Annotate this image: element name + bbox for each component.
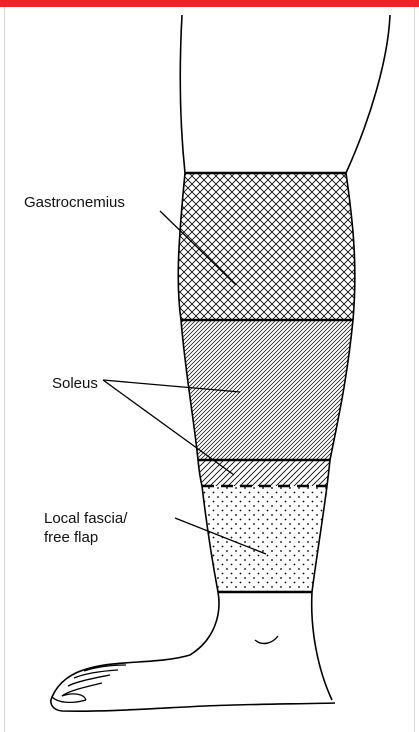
gastrocnemius-label: Gastrocnemius (24, 194, 125, 211)
local-fascia-label-line2: free flap (44, 529, 98, 546)
local-fascia-zone (202, 486, 327, 592)
gastrocnemius-zone (178, 173, 355, 320)
ankle-malleolus (255, 636, 278, 643)
soleus-label: Soleus (52, 375, 98, 392)
toes (52, 665, 126, 702)
local-fascia-label-line1: Local fascia/ (44, 510, 128, 527)
soleus-upper-zone (181, 320, 353, 460)
